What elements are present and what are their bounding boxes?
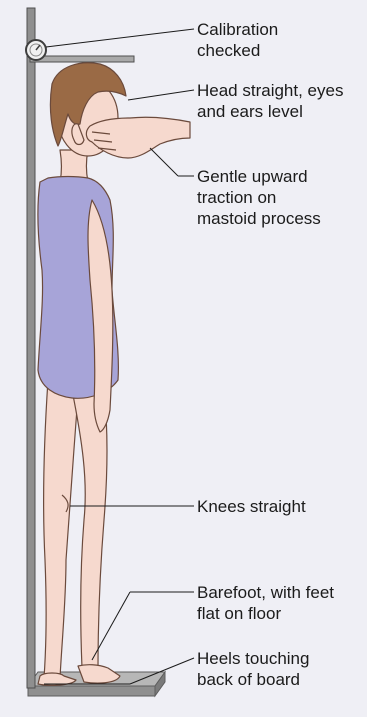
label-line: checked xyxy=(197,40,278,61)
label-line: Head straight, eyes xyxy=(197,80,343,101)
headpiece xyxy=(30,56,134,62)
label-line: Knees straight xyxy=(197,496,306,517)
measuring-board xyxy=(27,8,35,688)
leader-head xyxy=(128,90,194,100)
label-knees: Knees straight xyxy=(197,496,306,517)
label-calibration: Calibration checked xyxy=(197,19,278,61)
calibration-dial-icon xyxy=(26,40,46,60)
label-line: Heels touching xyxy=(197,648,309,669)
leader-calibration xyxy=(46,29,194,47)
label-heels: Heels touching back of board xyxy=(197,648,309,690)
label-line: Calibration xyxy=(197,19,278,40)
label-line: flat on floor xyxy=(197,603,334,624)
label-traction: Gentle upward traction on mastoid proces… xyxy=(197,166,321,229)
label-line: mastoid process xyxy=(197,208,321,229)
label-line: traction on xyxy=(197,187,321,208)
label-line: Gentle upward xyxy=(197,166,321,187)
leader-traction xyxy=(150,148,178,176)
label-line: and ears level xyxy=(197,101,343,122)
label-line: back of board xyxy=(197,669,309,690)
label-line: Barefoot, with feet xyxy=(197,582,334,603)
label-head-position: Head straight, eyes and ears level xyxy=(197,80,343,122)
label-barefoot: Barefoot, with feet flat on floor xyxy=(197,582,334,624)
